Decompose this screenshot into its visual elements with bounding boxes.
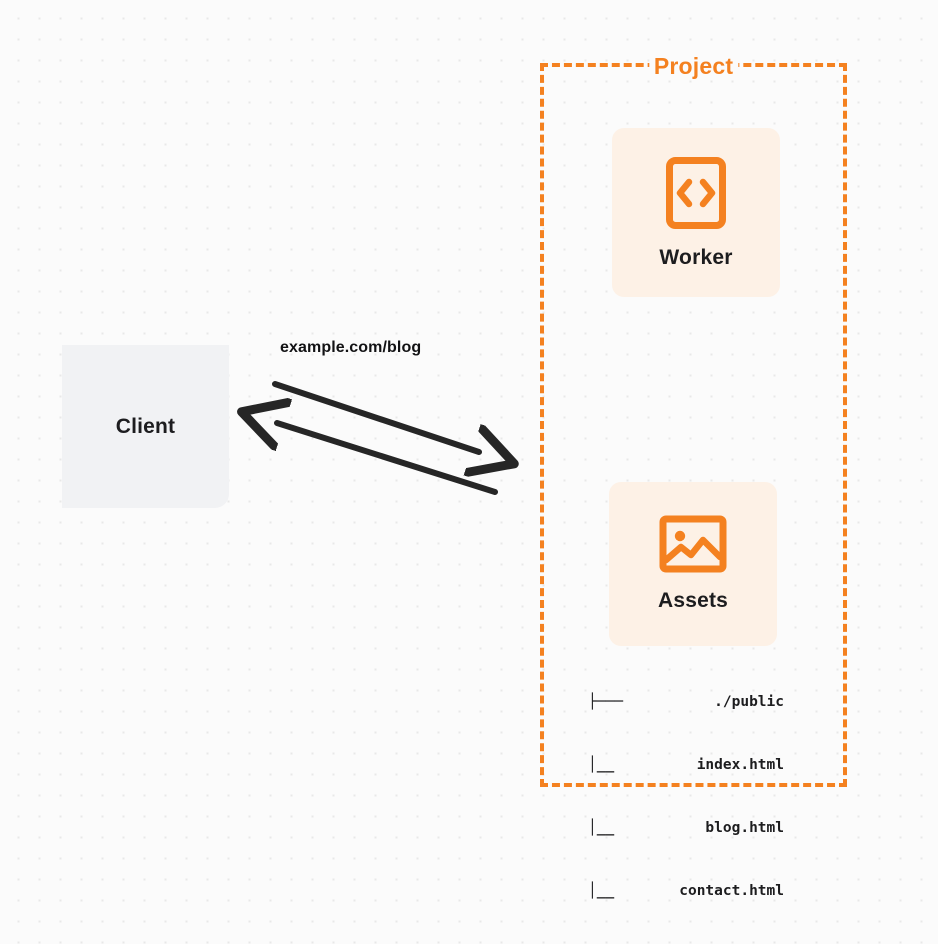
file-tree-row: │__ blog.html bbox=[588, 818, 784, 839]
assets-node-label: Assets bbox=[657, 589, 729, 612]
tree-item-name: contact.html bbox=[679, 883, 784, 899]
request-arrow bbox=[272, 381, 479, 452]
connection-label: example.com/blog bbox=[280, 339, 422, 356]
client-node-label: Client bbox=[115, 414, 176, 438]
project-boundary: Project bbox=[540, 53, 847, 787]
assets-node[interactable]: Assets bbox=[609, 482, 777, 646]
tree-branch-glyph: │__ bbox=[588, 883, 615, 899]
file-tree-row: ├─── ./public bbox=[588, 692, 784, 713]
tree-branch-glyph: │__ bbox=[588, 757, 615, 773]
tree-branch-glyph: │__ bbox=[588, 820, 615, 836]
file-tree-row: │__ index.html bbox=[588, 755, 784, 776]
code-brackets-icon bbox=[665, 156, 727, 230]
image-icon bbox=[659, 515, 727, 573]
tree-item-name: index.html bbox=[696, 757, 784, 773]
response-arrow bbox=[277, 423, 498, 495]
client-node[interactable]: Client bbox=[62, 345, 229, 508]
worker-node-label: Worker bbox=[659, 245, 733, 269]
file-tree-row: │__ contact.html bbox=[588, 881, 784, 902]
tree-item-name: blog.html bbox=[705, 820, 784, 836]
diagram-canvas: Client example.com/blog Project bbox=[62, 53, 847, 899]
assets-file-tree: ├─── ./public │__ index.html │__ blog.ht… bbox=[588, 650, 784, 944]
tree-item-name: ./public bbox=[714, 694, 784, 710]
worker-node[interactable]: Worker bbox=[612, 128, 780, 297]
tree-branch-glyph: ├─── bbox=[588, 694, 623, 710]
project-title: Project bbox=[648, 53, 739, 80]
